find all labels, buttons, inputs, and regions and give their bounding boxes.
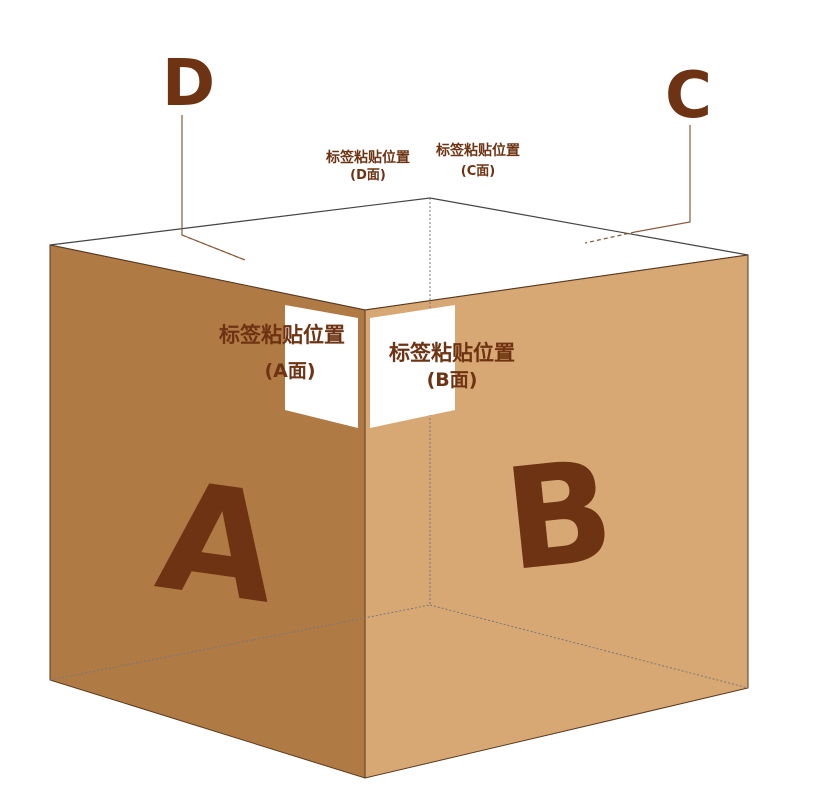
- label-patch-b: [370, 305, 455, 428]
- label-a-line2: (A面): [264, 360, 315, 382]
- label-c-line2: (C面): [461, 164, 495, 179]
- hidden-edge-left: [49, 604, 431, 681]
- hidden-edge-right: [429, 604, 749, 689]
- letter-d: D: [162, 47, 215, 121]
- label-b-line2: (B面): [427, 369, 478, 391]
- leader-line-c: [634, 125, 691, 233]
- label-c-line1: 标签粘贴位置: [435, 142, 520, 159]
- leader-line-c-dash: [584, 231, 636, 244]
- letter-c: C: [665, 59, 712, 133]
- label-patch-a: [285, 305, 358, 428]
- leader-line-d-dash: [181, 234, 246, 261]
- label-d-line1: 标签粘贴位置: [325, 149, 410, 166]
- label-d-line2: (D面): [350, 168, 386, 183]
- letter-b: B: [498, 430, 621, 603]
- letter-a: A: [148, 449, 287, 637]
- label-b-line1: 标签粘贴位置: [389, 341, 515, 365]
- label-a-line1: 标签粘贴位置: [219, 323, 345, 347]
